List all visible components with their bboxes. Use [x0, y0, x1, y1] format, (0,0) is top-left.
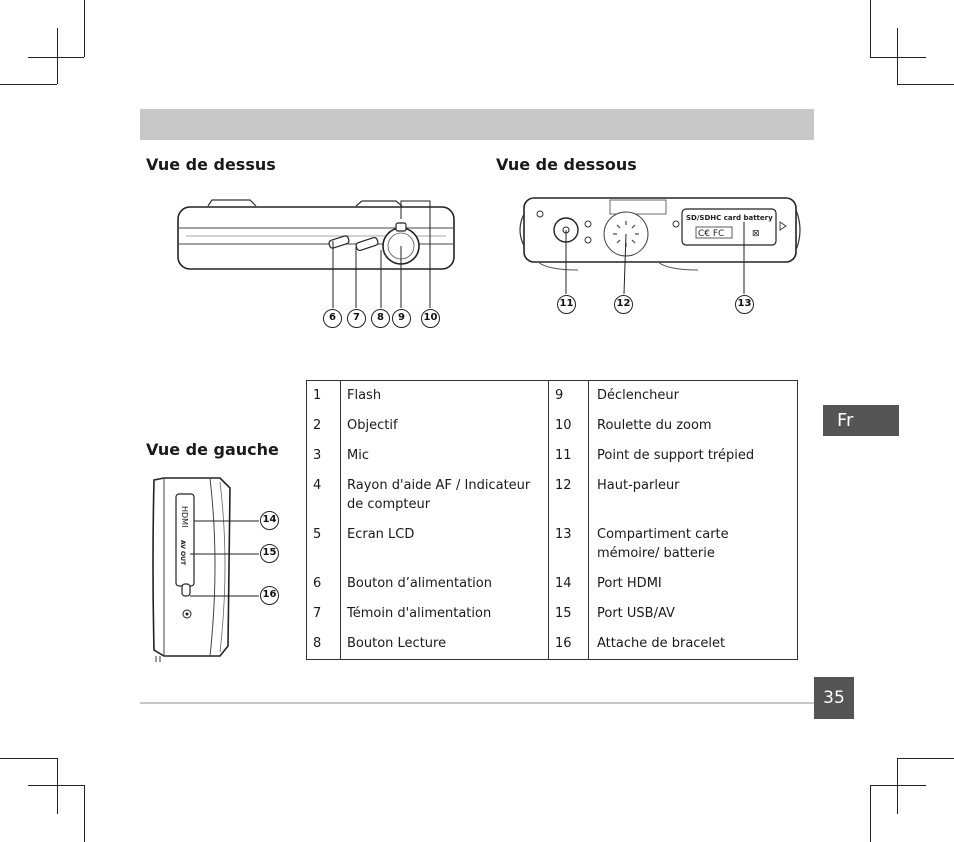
part-label: Port HDMI — [597, 576, 662, 591]
part-label: Objectif — [347, 418, 398, 433]
part-number: 2 — [313, 418, 322, 433]
callout-15: 15 — [260, 544, 279, 563]
table-row: 6 Bouton d’alimentation 14 Port HDMI — [306, 568, 798, 598]
callout-8: 8 — [371, 309, 390, 328]
part-label: Mic — [347, 448, 369, 463]
page-number: 35 — [814, 677, 854, 719]
header-band — [140, 109, 814, 140]
part-number: 4 — [313, 478, 322, 493]
part-label: Bouton Lecture — [347, 636, 447, 651]
table-row: 2 Objectif 10 Roulette du zoom — [306, 410, 798, 440]
av-out-port-label: AV OUT — [179, 540, 186, 566]
table-row: 8 Bouton Lecture 16 Attache de bracelet — [306, 628, 798, 658]
part-label: Attache de bracelet — [597, 636, 726, 651]
part-number: 10 — [555, 418, 572, 433]
part-label: Point de support trépied — [597, 448, 755, 463]
part-number: 7 — [313, 606, 322, 621]
part-label: Haut-parleur — [597, 478, 680, 493]
bottom-view-title: Vue de dessous — [496, 155, 637, 174]
part-number: 12 — [555, 478, 572, 493]
part-number: 3 — [313, 448, 322, 463]
part-label: Flash — [347, 388, 382, 403]
callout-6: 6 — [323, 309, 342, 328]
table-row: 3 Mic 11 Point de support trépied — [306, 440, 798, 470]
callout-11: 11 — [557, 295, 576, 314]
callout-16: 16 — [260, 586, 279, 605]
part-number: 15 — [555, 606, 572, 621]
top-view-title: Vue de dessus — [146, 155, 276, 174]
callout-14: 14 — [260, 511, 279, 530]
left-view-title: Vue de gauche — [146, 440, 279, 459]
part-number: 5 — [313, 527, 322, 542]
part-label: Bouton d’alimentation — [347, 576, 492, 591]
part-number: 9 — [555, 388, 564, 403]
part-number: 11 — [555, 448, 572, 463]
camera-left-view-illustration: HDMI AV OUT — [152, 477, 259, 662]
callout-12: 12 — [614, 295, 633, 314]
callout-9: 9 — [392, 309, 411, 328]
part-label: Témoin d'alimentation — [347, 606, 492, 621]
svg-text:⊠: ⊠ — [752, 229, 760, 239]
part-number: 6 — [313, 576, 322, 591]
callout-10: 10 — [421, 309, 440, 328]
table-row: 1 Flash 9 Déclencheur — [306, 380, 798, 410]
svg-text:C€ FC: C€ FC — [698, 229, 724, 239]
footer-rule — [140, 702, 814, 704]
parts-legend-table: 1 Flash 9 Déclencheur 2 Objectif 10 Roulette du… — [306, 380, 798, 658]
part-label: Déclencheur — [597, 388, 679, 403]
table-row: 4 Rayon d'aide AF / Indicateur de compteu… — [306, 470, 798, 519]
camera-top-view-illustration — [177, 199, 455, 308]
part-label: Roulette du zoom — [597, 418, 712, 433]
callout-7: 7 — [347, 309, 366, 328]
hdmi-port-label: HDMI — [180, 506, 189, 527]
part-number: 1 — [313, 388, 322, 403]
card-compartment-label: SD/SDHC card battery — [686, 214, 773, 222]
camera-bottom-view-illustration: SD/SDHC card battery C€ FC ⊠ — [519, 197, 801, 295]
part-number: 8 — [313, 636, 322, 651]
language-tab: Fr — [823, 405, 899, 436]
part-label: Compartiment carte mémoire/ batterie — [597, 527, 729, 561]
part-number: 16 — [555, 636, 572, 651]
part-label: Port USB/AV — [597, 606, 675, 621]
part-number: 13 — [555, 527, 572, 542]
part-label: Ecran LCD — [347, 527, 415, 542]
callout-13: 13 — [735, 295, 754, 314]
part-label: Rayon d'aide AF / Indicateur de compteur — [347, 478, 531, 512]
table-row: 7 Témoin d'alimentation 15 Port USB/AV — [306, 598, 798, 628]
table-row: 5 Ecran LCD 13 Compartiment carte mémoire/ … — [306, 519, 798, 568]
part-number: 14 — [555, 576, 572, 591]
